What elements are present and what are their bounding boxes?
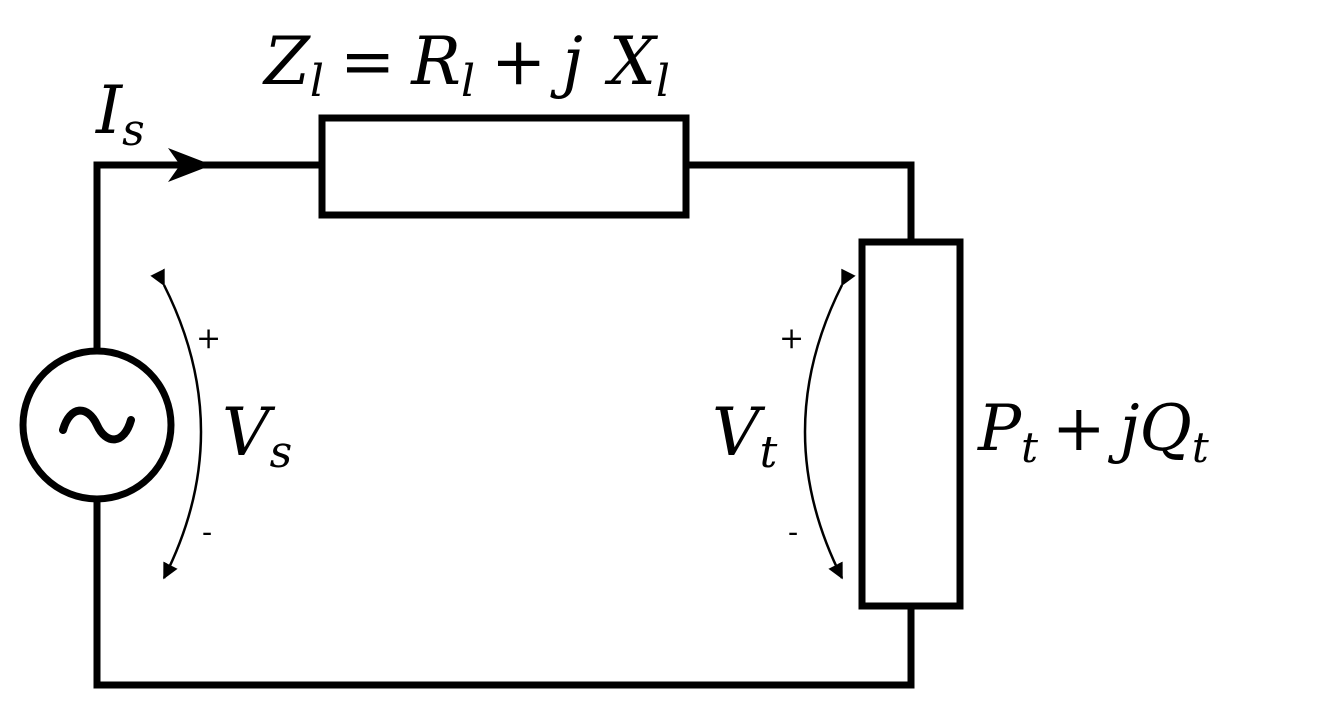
terminal-voltage-label: Vt (712, 394, 778, 478)
load-power-label: Pt+jQt (977, 392, 1209, 472)
terminal-voltage-plus-sign: + (779, 321, 804, 356)
source-voltage-plus-sign: + (196, 321, 221, 356)
source-voltage-label: Vs (222, 394, 292, 478)
top-right-wire (686, 161, 915, 242)
terminal-voltage-minus-sign: - (788, 515, 798, 550)
current-arrow-icon (168, 148, 212, 182)
left-top-wire (93, 161, 322, 350)
source-voltage-minus-sign: - (202, 515, 212, 550)
line-impedance-box (318, 114, 690, 219)
bottom-wire (93, 500, 915, 689)
load-impedance-box (858, 238, 964, 610)
source-current-label: Is (95, 72, 145, 156)
source-voltage-arc-icon (150, 268, 203, 580)
ac-source-tilde-icon (59, 406, 135, 444)
terminal-voltage-arc-icon (803, 268, 856, 580)
